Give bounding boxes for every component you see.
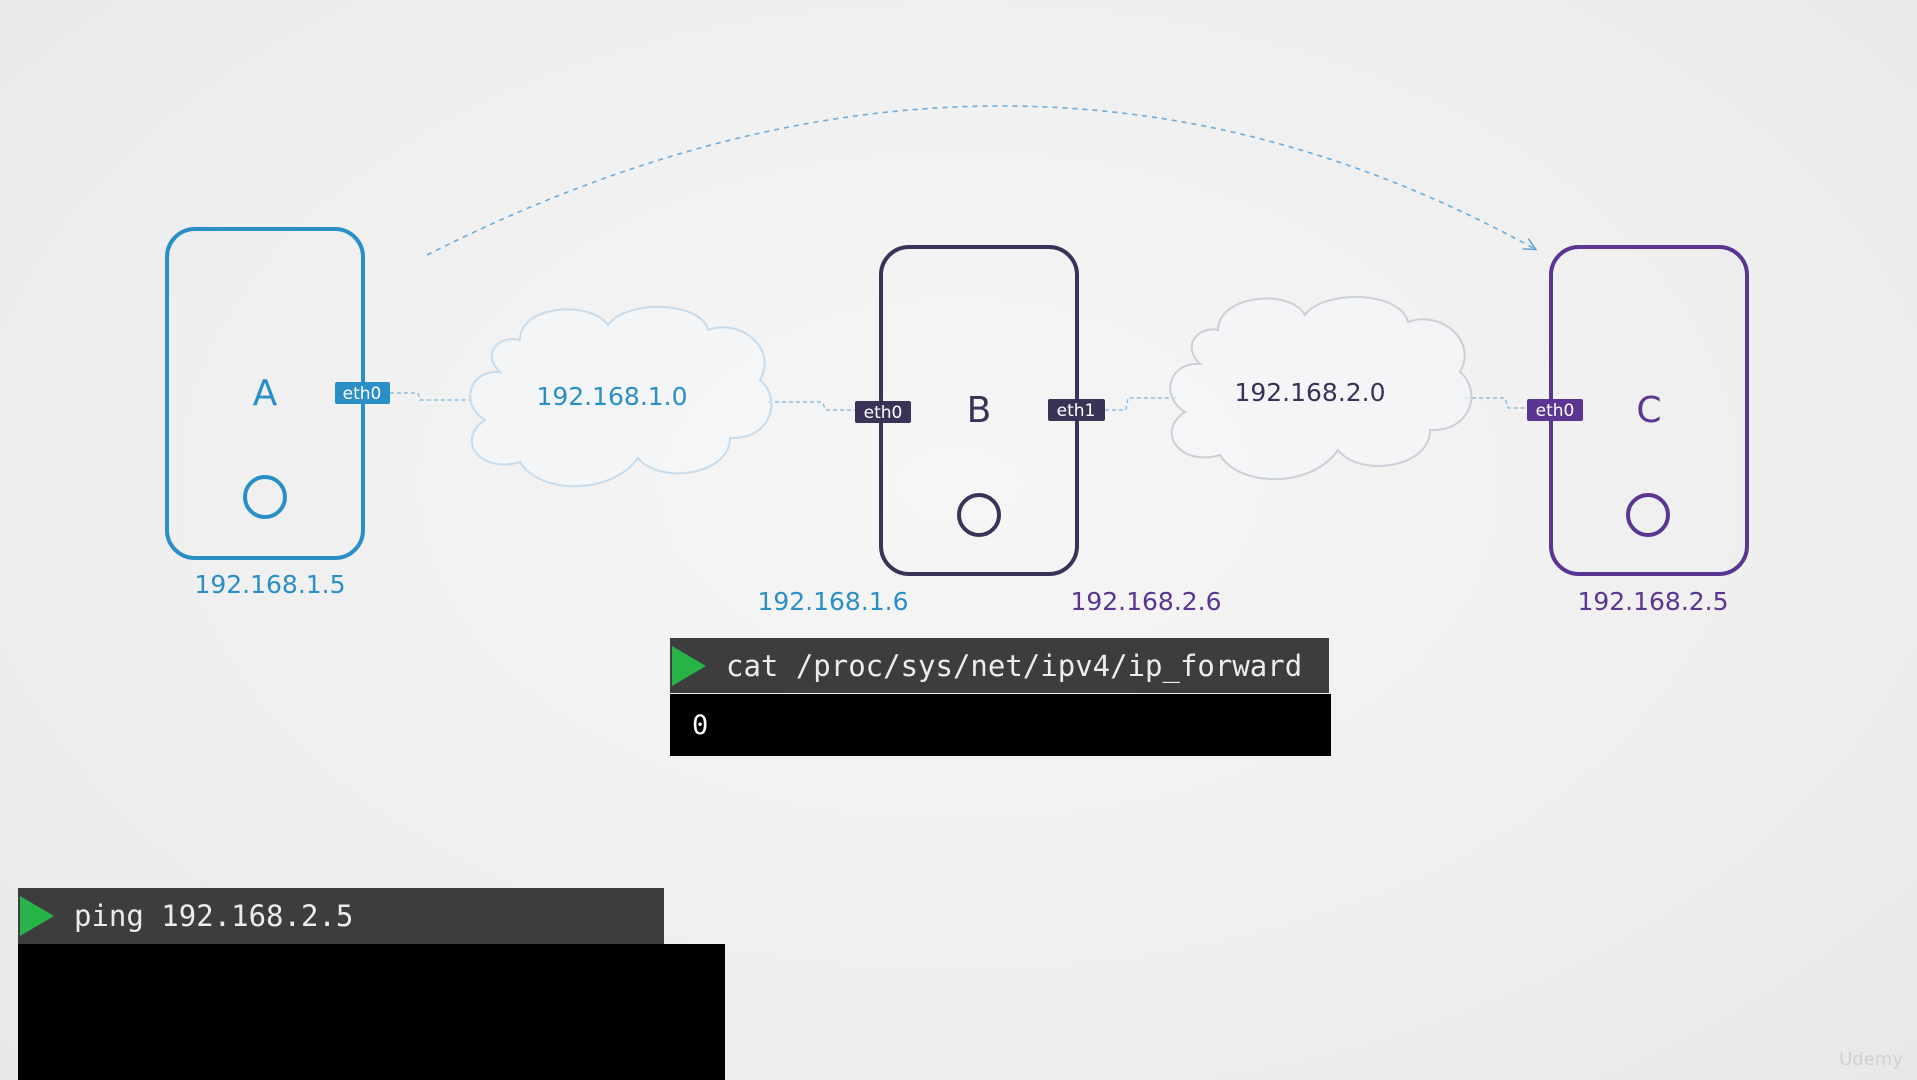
node-c-label: C — [1636, 390, 1661, 431]
node-b: B eth0 eth1 — [855, 245, 1105, 576]
node-a-port — [335, 382, 390, 404]
node-b-circle-icon — [957, 493, 1001, 537]
network-cloud-1 — [469, 305, 773, 488]
network-label-1: 192.168.1.0 — [536, 382, 687, 411]
forward-terminal-output: 0 — [670, 694, 1331, 756]
link-net2-c — [1465, 397, 1527, 409]
play-icon — [672, 645, 706, 686]
forward-terminal-output-text: 0 — [692, 710, 709, 741]
play-icon — [20, 896, 54, 936]
node-c-ip: 192.168.2.5 — [1577, 587, 1728, 616]
node-b-ip-right: 192.168.2.6 — [1070, 587, 1221, 616]
node-b-port-left-label: eth0 — [864, 403, 903, 423]
node-b-ip-left: 192.168.1.6 — [757, 587, 908, 616]
node-a: A eth0 — [165, 227, 390, 560]
ping-terminal-command: ping 192.168.2.5 — [74, 899, 354, 933]
node-a-ip: 192.168.1.5 — [194, 570, 345, 599]
node-a-label: A — [253, 373, 278, 414]
node-c-port — [1527, 399, 1583, 421]
node-a-port-label: eth0 — [343, 384, 382, 404]
node-a-circle-icon — [243, 475, 287, 519]
link-b-net2 — [1105, 397, 1176, 411]
node-c-circle-icon — [1626, 493, 1670, 537]
ping-terminal-header: ping 192.168.2.5 — [18, 888, 664, 944]
link-a-net1 — [390, 392, 475, 401]
node-b-label: B — [967, 390, 992, 431]
node-c: C eth0 — [1527, 245, 1749, 576]
udemy-watermark: Udemy — [1839, 1049, 1903, 1070]
ping-terminal-output — [18, 944, 725, 1080]
network-cloud-2 — [1169, 296, 1473, 481]
network-label-2: 192.168.2.0 — [1234, 378, 1385, 407]
route-arc — [426, 105, 1535, 256]
node-b-port-right — [1048, 399, 1105, 421]
forward-terminal-command: cat /proc/sys/net/ipv4/ip_forward — [726, 648, 1303, 683]
forward-terminal-header: cat /proc/sys/net/ipv4/ip_forward — [670, 638, 1329, 693]
node-b-port-left — [855, 401, 911, 423]
node-b-port-right-label: eth1 — [1057, 401, 1096, 421]
link-net1-b — [768, 401, 858, 411]
node-c-port-label: eth0 — [1536, 401, 1575, 421]
